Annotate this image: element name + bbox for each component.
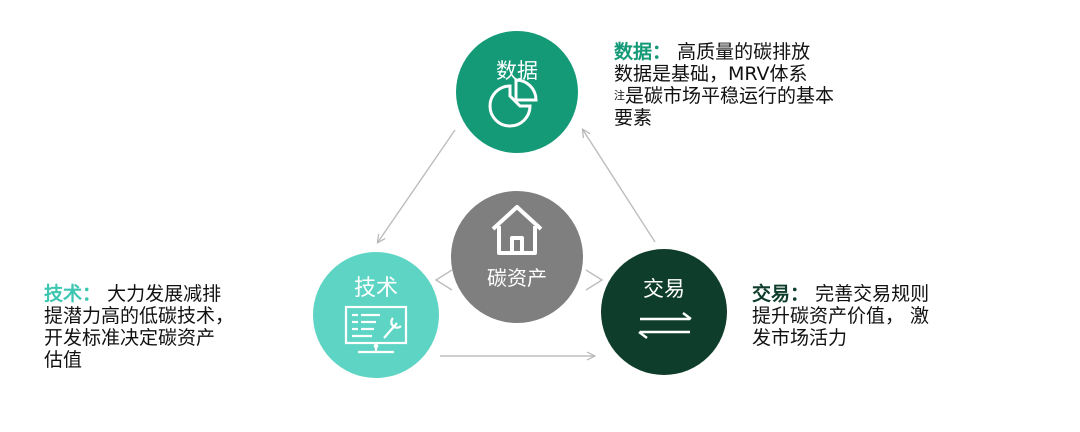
exchange-arrows-icon	[638, 312, 692, 339]
trade-description-heading: 交易：	[752, 283, 810, 305]
tech-description: 技术： 大力发展减排 提潜力高的低碳技术， 开发标准决定碳资产 估值	[44, 283, 234, 371]
node-trade	[601, 249, 727, 375]
tech-description-line-4: 估值	[44, 349, 83, 371]
chevron-left-connector	[434, 269, 453, 291]
data-description: 数据： 高质量的碳排放 数据是基础，MRV体系 注是碳市场平稳运行的基本 要素	[614, 41, 834, 129]
house-icon	[491, 205, 543, 255]
tech-description-line-1: 大力发展减排	[107, 283, 222, 305]
node-carbon-asset	[451, 191, 583, 323]
tech-description-line-3: 开发标准决定碳资产	[44, 327, 216, 349]
trade-description-line-1: 完善交易规则	[815, 283, 930, 305]
trade-description-line-3: 发市场活力	[752, 327, 848, 349]
arrow-trade-to-data	[583, 130, 656, 243]
trade-description-line-2: 提升碳资产价值， 激	[752, 305, 930, 327]
node-carbon-asset-label: 碳资产	[487, 266, 547, 290]
monitor-settings-icon	[344, 305, 408, 354]
data-description-note-mark: 注	[614, 89, 625, 102]
data-description-heading: 数据：	[614, 41, 672, 63]
data-description-line-2: 数据是基础，MRV体系	[614, 63, 808, 85]
chevron-right-connector	[585, 269, 604, 291]
node-trade-label: 交易	[643, 277, 685, 301]
pie-chart-icon	[488, 78, 538, 128]
trade-description: 交易： 完善交易规则 提升碳资产价值， 激 发市场活力	[752, 283, 929, 349]
tech-description-line-2: 提潜力高的低碳技术，	[44, 305, 235, 327]
data-description-line-3: 是碳市场平稳运行的基本	[625, 85, 835, 107]
data-description-line-1: 高质量的碳排放	[677, 41, 811, 63]
data-description-line-4: 要素	[614, 107, 653, 129]
node-tech-label: 技术	[354, 276, 398, 301]
arrow-data-to-tech	[378, 129, 456, 242]
tech-description-heading: 技术：	[44, 283, 102, 305]
